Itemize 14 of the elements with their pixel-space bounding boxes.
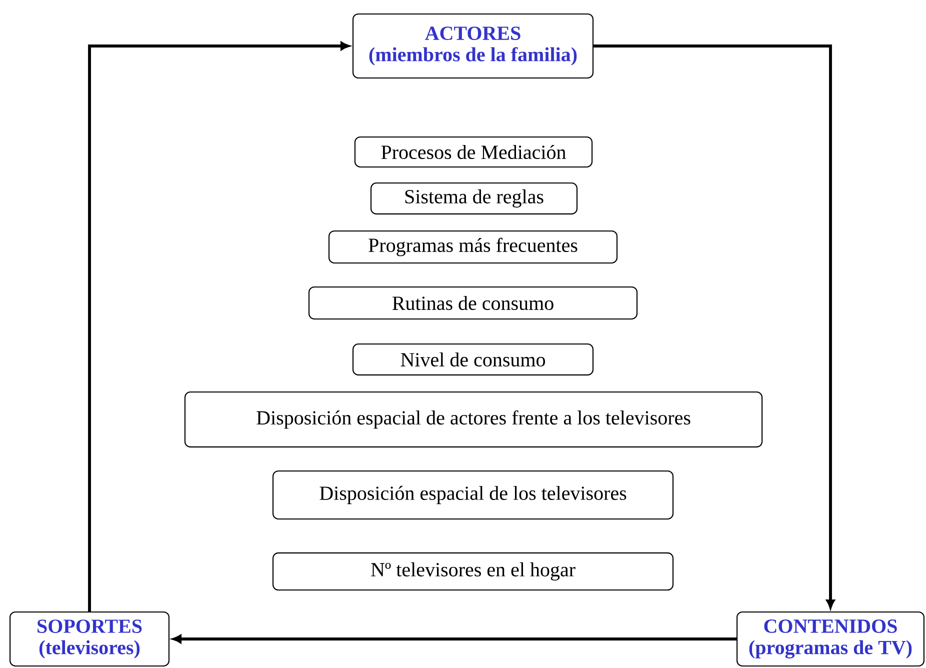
arrow — [88, 42, 350, 612]
process-box: Disposición espacial de los televisores — [272, 470, 674, 520]
heading-box: SOPORTES (televisores) — [10, 611, 170, 667]
process-box: Nº televisores en el hogar — [272, 552, 674, 591]
heading-box: ACTORES (miembros de la familia) — [352, 13, 594, 79]
arrow — [172, 634, 736, 644]
arrow — [594, 44, 835, 608]
process-box: Disposición espacial de actores frente a los televisores — [184, 391, 763, 448]
process-box: Sistema de reglas — [370, 182, 578, 214]
process-box: Rutinas de consumo — [308, 286, 638, 320]
process-box: Procesos de Mediación — [354, 136, 593, 168]
process-box: Nivel de consumo — [352, 343, 594, 376]
process-box: Programas más frecuentes — [328, 230, 618, 264]
heading-box: CONTENIDOS (programas de TV) — [736, 611, 924, 667]
